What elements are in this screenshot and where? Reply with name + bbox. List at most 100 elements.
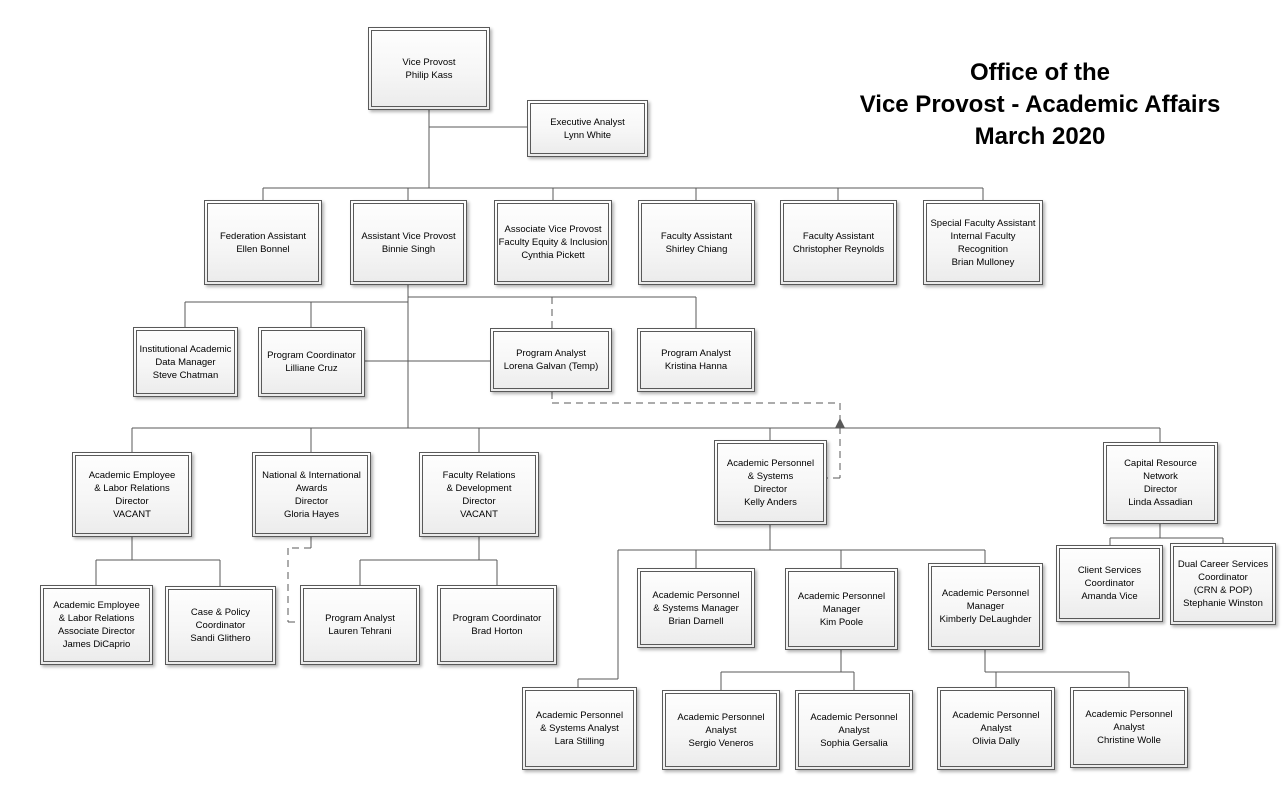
- node-text-line: Analyst: [838, 724, 870, 736]
- node-text-line: & Labor Relations: [94, 482, 170, 494]
- node-text-line: James DiCaprio: [62, 639, 131, 650]
- node-text-line: VACANT: [113, 508, 151, 520]
- node-text-line: Academic Personnel: [652, 589, 740, 601]
- node-text-line: Awards: [295, 482, 328, 494]
- node-text-line: Sophia Gersalia: [820, 737, 888, 749]
- node-text-line: Kelly Anders: [744, 496, 797, 508]
- node-text-line: Stephanie Winston: [1183, 598, 1263, 609]
- node-text-line: Coordinator: [1198, 572, 1248, 583]
- node-text-line: Assistant Vice Provost: [361, 230, 456, 242]
- node-text-line: VACANT: [460, 508, 498, 520]
- node-text-line: & Systems Manager: [653, 602, 739, 614]
- node-text-line: (CRN & POP): [1193, 585, 1253, 596]
- node-text-line: Faculty Assistant: [660, 230, 733, 242]
- node-text-line: Director: [462, 495, 496, 507]
- node-text-line: Sandi Glithero: [190, 633, 251, 644]
- node-text-line: Christopher Reynolds: [792, 243, 885, 255]
- node-text-line: Academic Personnel: [1085, 709, 1173, 720]
- node-text-line: Ellen Bonnel: [236, 243, 290, 255]
- node-text-line: Gloria Hayes: [284, 508, 339, 520]
- node-text-line: Academic Employee: [88, 469, 176, 481]
- node-text-line: Client Services: [1077, 565, 1142, 576]
- node-text-line: Program Analyst: [516, 348, 586, 359]
- node-text-line: Coordinator: [1084, 578, 1135, 589]
- node-text-line: Sergio Veneros: [688, 737, 754, 749]
- node-text-line: Lilliane Cruz: [285, 363, 338, 374]
- node-text-line: Cynthia Pickett: [521, 250, 585, 261]
- node-text-line: Brian Mulloney: [951, 256, 1015, 268]
- node-text-line: Special Faculty Assistant: [930, 217, 1036, 229]
- node-text-line: Olivia Dally: [972, 736, 1020, 747]
- node-text-line: Faculty Assistant: [802, 230, 875, 242]
- node-text-line: Program Analyst: [325, 613, 395, 624]
- node-text-line: Manager: [966, 601, 1005, 612]
- node-text-line: National & International: [262, 469, 361, 481]
- node-text-line: Academic Personnel: [797, 590, 886, 602]
- node-text-line: Associate Director: [57, 626, 136, 637]
- node-text-line: Analyst: [980, 723, 1012, 734]
- node-text-line: Federation Assistant: [219, 230, 307, 242]
- node-text-line: Kim Poole: [819, 616, 864, 628]
- node-text-line: Kristina Hanna: [664, 361, 728, 372]
- node-text-line: Steve Chatman: [152, 369, 219, 381]
- node-text-line: Dual Career Services: [1177, 559, 1269, 570]
- node-text-line: Academic Personnel: [810, 711, 898, 723]
- node-text-line: Lorena Galvan (Temp): [503, 361, 599, 372]
- node-text-line: Director: [753, 483, 788, 495]
- chart-title-line: Vice Provost - Academic Affairs: [859, 91, 1221, 118]
- node-text-line: Case & Policy: [190, 607, 251, 618]
- node-text-line: & Labor Relations: [58, 613, 135, 624]
- node-text-line: Recognition: [957, 243, 1009, 255]
- node-text-line: Program Coordinator: [267, 350, 356, 361]
- node-text-line: Manager: [822, 603, 861, 615]
- node-text-line: Binnie Singh: [381, 243, 436, 255]
- node-text-line: Academic Personnel: [726, 457, 815, 469]
- node-text-line: Analyst: [705, 724, 737, 736]
- node-text-line: Christine Wolle: [1097, 735, 1161, 746]
- node-text-line: Kimberly DeLaughder: [939, 614, 1032, 625]
- node-text-line: Faculty Relations: [442, 469, 516, 481]
- chart-title-line: March 2020: [974, 123, 1106, 150]
- node-text-line: Lynn White: [563, 129, 612, 141]
- node-text-line: Lauren Tehrani: [328, 626, 392, 637]
- node-text-line: Program Coordinator: [452, 613, 542, 624]
- node-text-line: Academic Personnel: [952, 710, 1040, 721]
- node-text-line: Academic Personnel: [941, 588, 1030, 599]
- node-text-line: Philip Kass: [405, 69, 453, 81]
- connector-lines-solid: [95, 110, 1224, 690]
- node-text-line: Director: [1143, 484, 1178, 495]
- node-text-line: Analyst: [1113, 722, 1145, 733]
- node-text-line: Vice Provost: [402, 56, 456, 68]
- node-text-line: & Development: [446, 482, 512, 494]
- chart-title-line: Office of the: [969, 59, 1110, 86]
- node-text-line: Brad Horton: [471, 626, 523, 637]
- node-text-line: Associate Vice Provost: [504, 224, 602, 235]
- node-text-line: Linda Assadian: [1128, 497, 1193, 508]
- node-text-line: Shirley Chiang: [665, 243, 728, 255]
- node-text-line: Program Analyst: [661, 348, 731, 359]
- node-text-line: Academic Personnel: [677, 711, 765, 723]
